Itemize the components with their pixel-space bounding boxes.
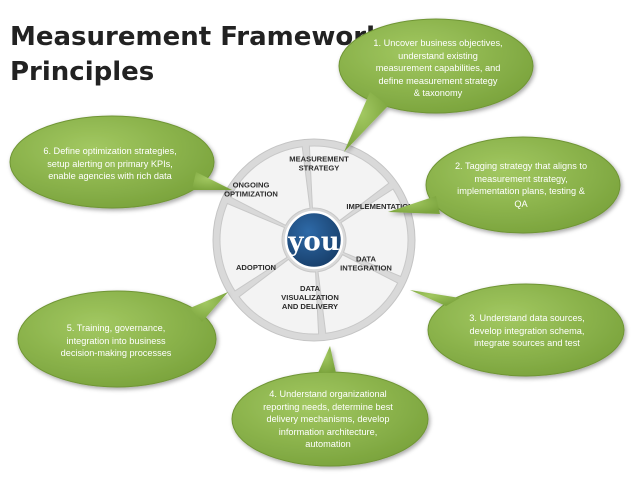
wheel-segment <box>317 253 399 334</box>
bubble-6-text: 6. Define optimization strategies,setup … <box>43 146 177 181</box>
page-title: Measurement Framework Principles <box>10 20 383 90</box>
bubble-6 <box>9 115 232 209</box>
bubble-3 <box>410 283 625 377</box>
bubble-1-text: 1. Uncover business objectives,understan… <box>373 38 503 98</box>
bubble-5 <box>17 290 228 388</box>
center-label: you <box>287 227 339 257</box>
wheel-segment <box>308 145 390 222</box>
bubble-3-text: 3. Understand data sources,develop integ… <box>469 313 585 348</box>
title-line-2: Principles <box>10 57 155 87</box>
wheel-segment-label: IMPLEMENTATION <box>346 202 413 211</box>
bubble-1 <box>338 18 534 152</box>
bubble-2 <box>388 136 621 234</box>
bubble-4 <box>231 346 429 467</box>
wheel-segment <box>229 146 311 227</box>
wheel-segment-label: ADOPTION <box>236 263 276 272</box>
bubble-5-text: 5. Training, governance,integration into… <box>60 323 172 358</box>
title-line-1: Measurement Framework <box>10 22 384 52</box>
wheel-segment <box>238 258 320 335</box>
center-circle <box>284 210 344 270</box>
wheel-segment <box>219 202 288 292</box>
